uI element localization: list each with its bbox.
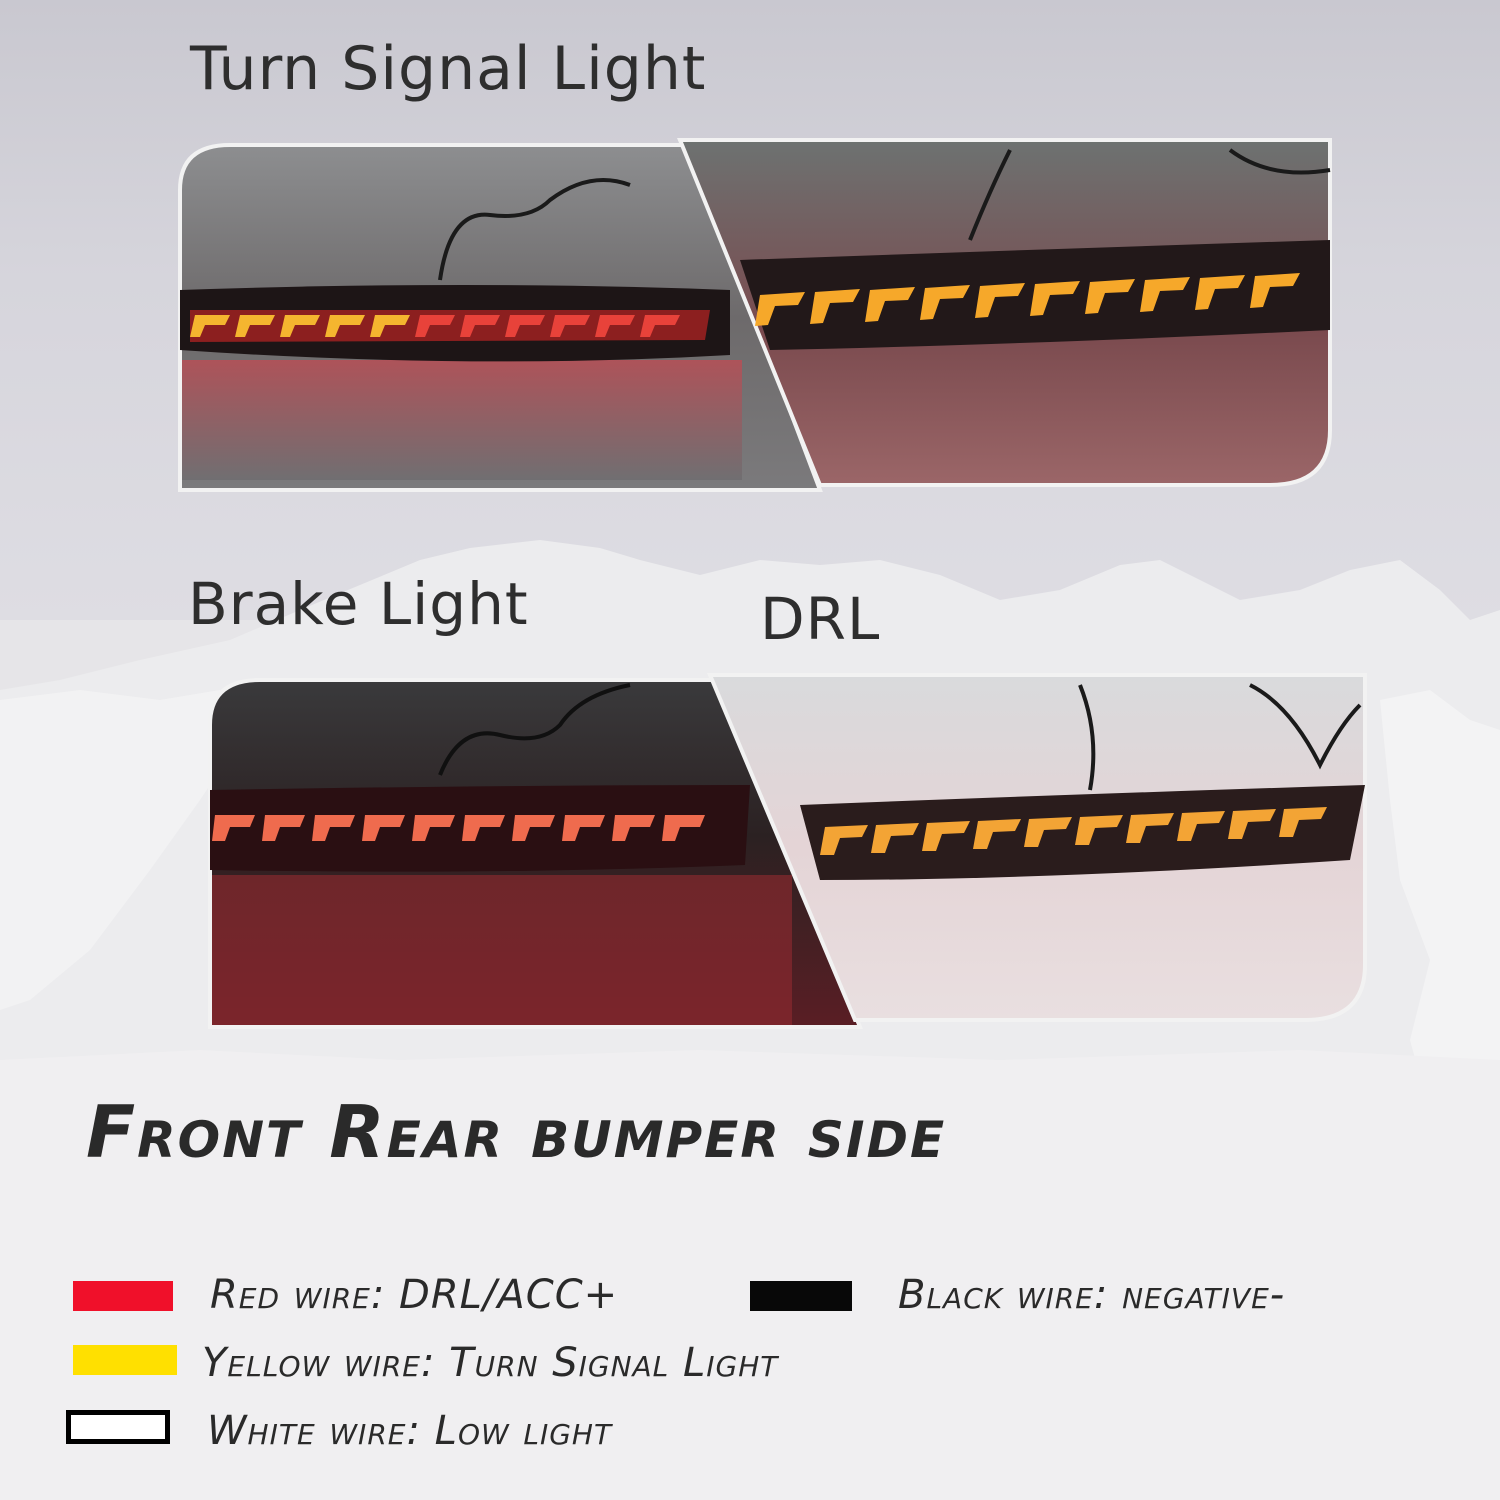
main-title: Front Rear bumper side bbox=[86, 1090, 947, 1174]
red-wire-label: Red wire: DRL/ACC+ bbox=[210, 1272, 619, 1318]
turn-signal-photo bbox=[178, 138, 1332, 492]
white-wire-label: White wire: Low light bbox=[207, 1408, 613, 1454]
drl-label: DRL bbox=[760, 585, 881, 653]
brake-light-label: Brake Light bbox=[188, 570, 529, 638]
brake-drl-photo bbox=[208, 673, 1367, 1029]
turn-signal-label: Turn Signal Light bbox=[190, 34, 707, 104]
red-wire-swatch bbox=[73, 1281, 173, 1311]
black-wire-label: Black wire: negative- bbox=[898, 1272, 1286, 1318]
yellow-wire-swatch bbox=[73, 1345, 177, 1375]
white-wire-swatch bbox=[66, 1410, 170, 1444]
black-wire-swatch bbox=[750, 1281, 852, 1311]
yellow-wire-label: Yellow wire: Turn Signal Light bbox=[202, 1340, 779, 1386]
